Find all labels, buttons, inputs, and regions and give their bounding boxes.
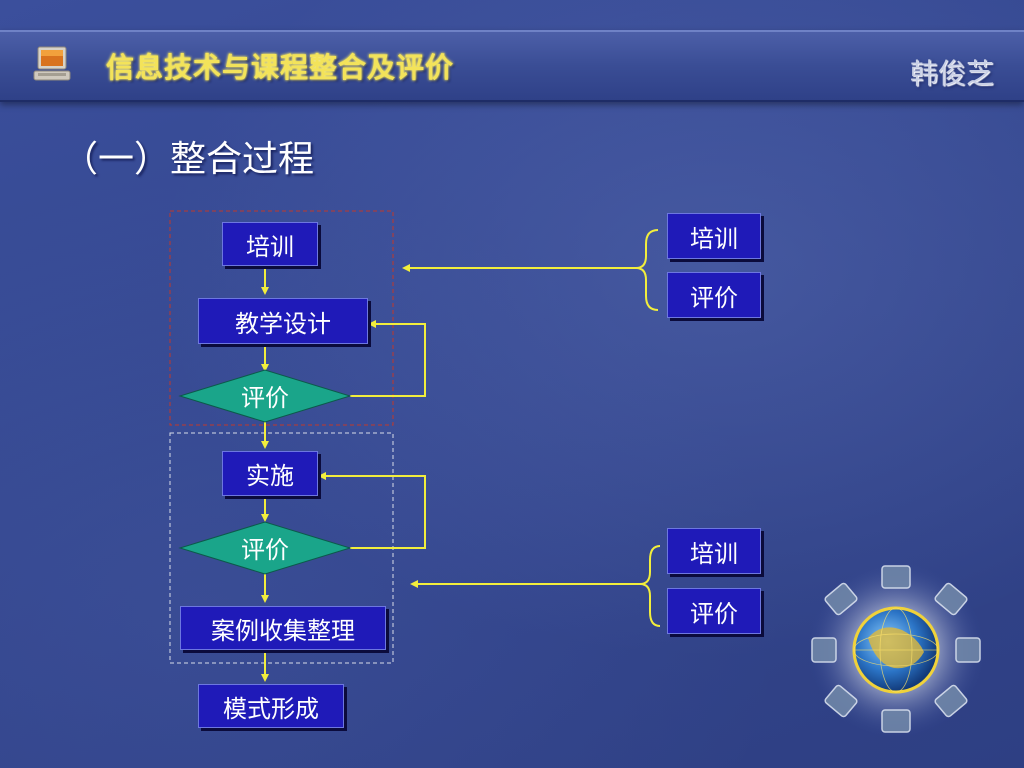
section-title: （一）整合过程 [62,139,315,180]
planning-stage-frame [169,210,394,426]
globe-network-decoration [808,562,984,738]
decision-diamond-1 [178,369,352,423]
flow-box-collect: 案例收集整理 [180,606,386,650]
flow-box-design: 教学设计 [198,298,368,344]
flow-box-train: 培训 [222,222,318,266]
laptop-icon [33,46,71,81]
feedback-loops [318,320,426,549]
side-top-train: 培训 [667,213,761,259]
flow-box-implement: 实施 [222,451,318,496]
decision-label-2: 评价 [241,535,289,564]
author-name: 韩俊芝 [909,57,994,90]
header-title: 信息技术与课程整合及评价 [106,51,455,84]
flow-box-model: 模式形成 [198,684,344,728]
header-bar: 信息技术与课程整合及评价 韩俊芝 [0,30,1024,102]
side-bottom-train: 培训 [667,528,761,574]
side-connectors [402,229,661,627]
decision-diamond-2 [178,521,352,575]
side-bottom-eval: 评价 [667,588,761,634]
side-top-eval: 评价 [667,272,761,318]
decision-label-1: 评价 [241,383,289,412]
